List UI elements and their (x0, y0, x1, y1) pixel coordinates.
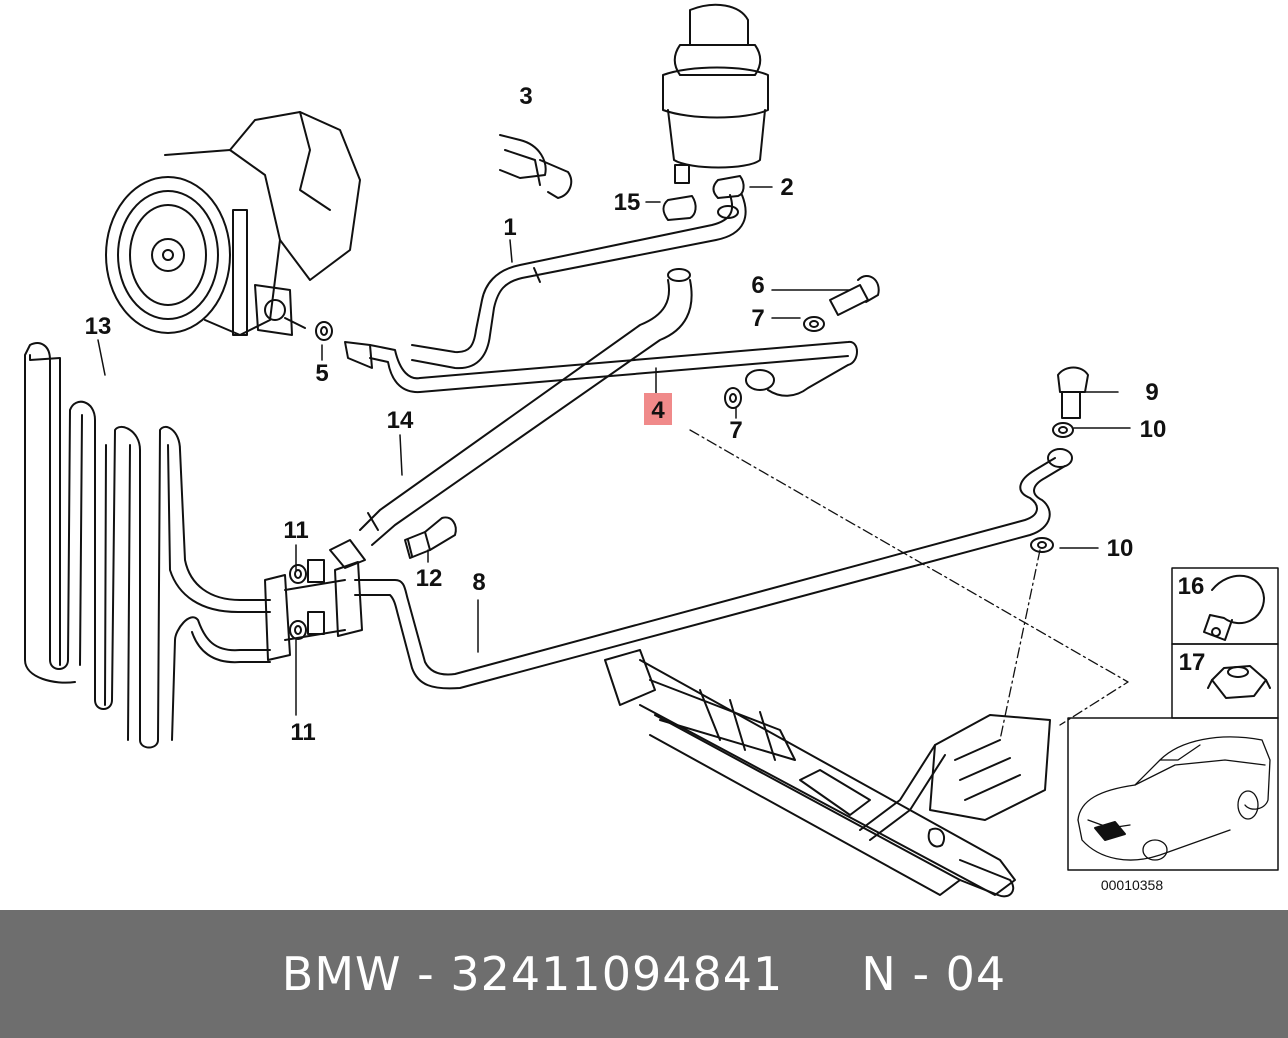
clamp-16 (1203, 574, 1265, 641)
bolt-12 (404, 516, 457, 559)
callout-8: 8 (472, 569, 485, 596)
car-illustration (1077, 736, 1271, 861)
reservoir-illustration (662, 3, 769, 184)
callout-6: 6 (751, 272, 764, 299)
callout-4: 4 (651, 397, 665, 424)
callout-10b: 10 (1107, 535, 1134, 562)
part-number-footer: BMW - 32411094841 N - 04 (0, 910, 1288, 1038)
hose-1 (411, 194, 747, 370)
callout-11b: 11 (290, 719, 315, 746)
callout-10a: 10 (1140, 416, 1167, 443)
bolt-9 (1057, 366, 1089, 419)
bolt-6 (829, 275, 880, 316)
pipe-4 (344, 340, 858, 397)
callout-7a: 7 (751, 305, 764, 332)
callout-labels: 1 2 3 4 5 6 7 7 8 9 10 10 11 11 12 13 14… (85, 83, 1206, 893)
washers (289, 316, 1074, 640)
car-hood-highlight (1094, 821, 1126, 841)
drawing-code: 00010358 (1101, 877, 1164, 893)
hose-clamps (662, 175, 745, 221)
callout-17: 17 (1179, 649, 1206, 676)
callout-7b: 7 (729, 417, 742, 444)
pump-illustration (105, 111, 361, 336)
callout-14: 14 (387, 407, 414, 434)
callout-3: 3 (519, 83, 532, 110)
callout-12: 12 (416, 565, 443, 592)
callout-13: 13 (85, 313, 112, 340)
inset-frames (1067, 567, 1279, 871)
pipe-8 (354, 448, 1073, 690)
callout-4-highlight (644, 393, 672, 425)
clip-3 (499, 134, 573, 199)
nut-17 (1207, 665, 1271, 699)
steering-rack (604, 649, 1051, 898)
power-steering-hose-diagram: 1 2 3 4 5 6 7 7 8 9 10 10 11 11 12 13 14… (24, 3, 1279, 898)
callout-15: 15 (614, 189, 641, 216)
cooler-bracket (264, 539, 366, 661)
callout-5: 5 (315, 360, 328, 387)
callout-11a: 11 (283, 517, 308, 544)
hose-14 (359, 268, 693, 546)
part-number-text: BMW - 32411094841 N - 04 (281, 947, 1007, 1001)
cooler-13 (24, 342, 271, 749)
callout-2: 2 (780, 174, 793, 201)
leader-lines (689, 429, 1129, 741)
callout-1: 1 (503, 214, 516, 241)
callout-16: 16 (1178, 573, 1205, 600)
callout-9: 9 (1145, 379, 1158, 406)
callout-leaders (97, 186, 1131, 716)
